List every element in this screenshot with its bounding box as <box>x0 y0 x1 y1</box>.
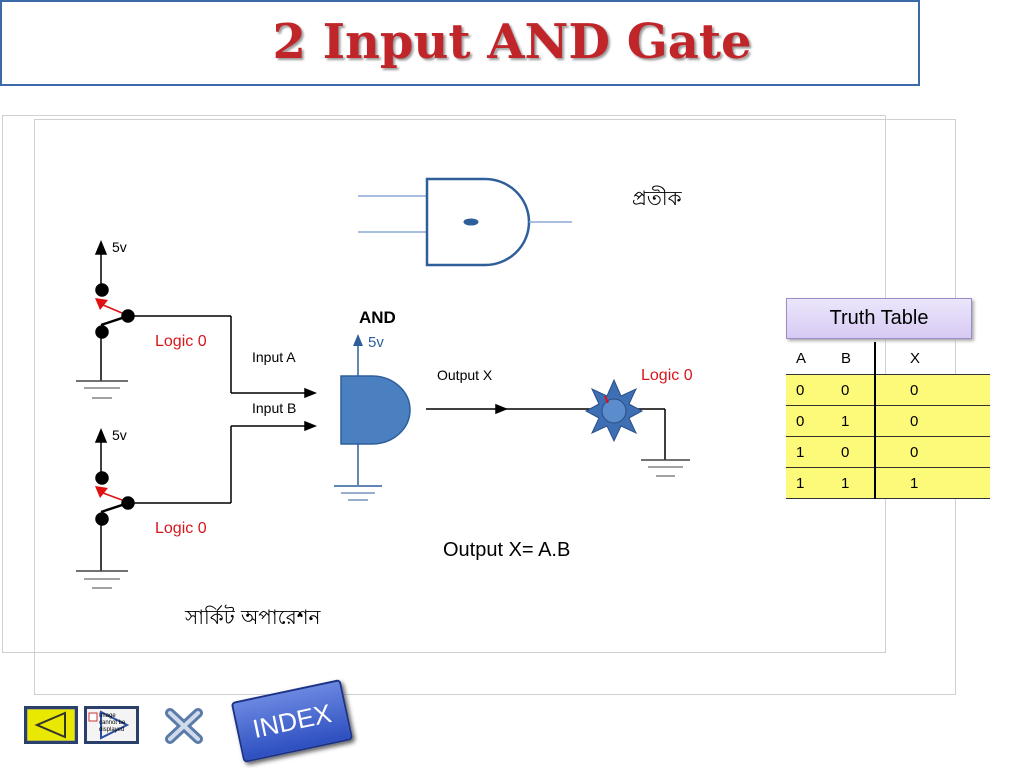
switch-a <box>76 240 318 399</box>
back-arrow-icon <box>26 708 76 742</box>
switch-b <box>76 420 318 589</box>
output-led <box>426 378 690 477</box>
switch-a-supply: 5v <box>112 239 127 255</box>
cell-a: 0 <box>786 405 841 437</box>
cell-a: 0 <box>786 374 841 406</box>
input-a-label: Input A <box>252 349 296 365</box>
and-gate-main <box>334 334 411 501</box>
column-x: X <box>874 342 990 375</box>
column-b: B <box>841 349 852 367</box>
and-gate-symbol <box>358 177 572 267</box>
truth-table-header: Truth Table <box>786 298 972 339</box>
title-box: 2 Input AND Gate <box>0 0 920 86</box>
forward-arrow-icon <box>88 710 130 740</box>
logic-state-a: Logic 0 <box>155 333 207 350</box>
cell-b: 0 <box>841 436 875 468</box>
table-row: 1 0 0 <box>786 436 990 468</box>
gate-label: AND <box>359 308 396 327</box>
truth-table: A B X 0 0 0 0 1 0 1 0 0 1 1 1 <box>786 342 990 499</box>
logic-state-output: Logic 0 <box>641 367 693 384</box>
cell-b: 1 <box>841 405 875 437</box>
logic-state-b: Logic 0 <box>155 520 207 537</box>
table-row: 0 1 0 <box>786 405 990 437</box>
symbol-label: প্রতীক <box>632 186 682 210</box>
page-title: 2 Input AND Gate <box>272 14 752 70</box>
cell-x: 1 <box>874 467 990 499</box>
cell-x: 0 <box>874 374 990 406</box>
column-a: A <box>796 349 807 367</box>
truth-table-columns: A B X <box>786 342 990 375</box>
circuit-operation-label: সার্কিট অপারেশন <box>185 605 321 629</box>
forward-button[interactable]: Image cannot be displayed <box>84 706 139 744</box>
cell-b: 0 <box>841 374 875 406</box>
input-b-label: Input B <box>252 400 297 416</box>
output-equation: Output X= A.B <box>443 539 571 561</box>
cell-a: 1 <box>786 436 841 468</box>
switch-b-supply: 5v <box>112 427 127 443</box>
cell-x: 0 <box>874 436 990 468</box>
cell-x: 0 <box>874 405 990 437</box>
back-button[interactable] <box>24 706 78 744</box>
cell-b: 1 <box>841 467 875 499</box>
gate-supply: 5v <box>368 334 384 351</box>
output-label: Output X <box>437 367 493 383</box>
cell-a: 1 <box>786 467 841 499</box>
table-row: 0 0 0 <box>786 374 990 406</box>
broken-image-text: Image cannot be displayed <box>99 713 126 733</box>
close-icon[interactable] <box>162 705 206 747</box>
table-row: 1 1 1 <box>786 467 990 499</box>
